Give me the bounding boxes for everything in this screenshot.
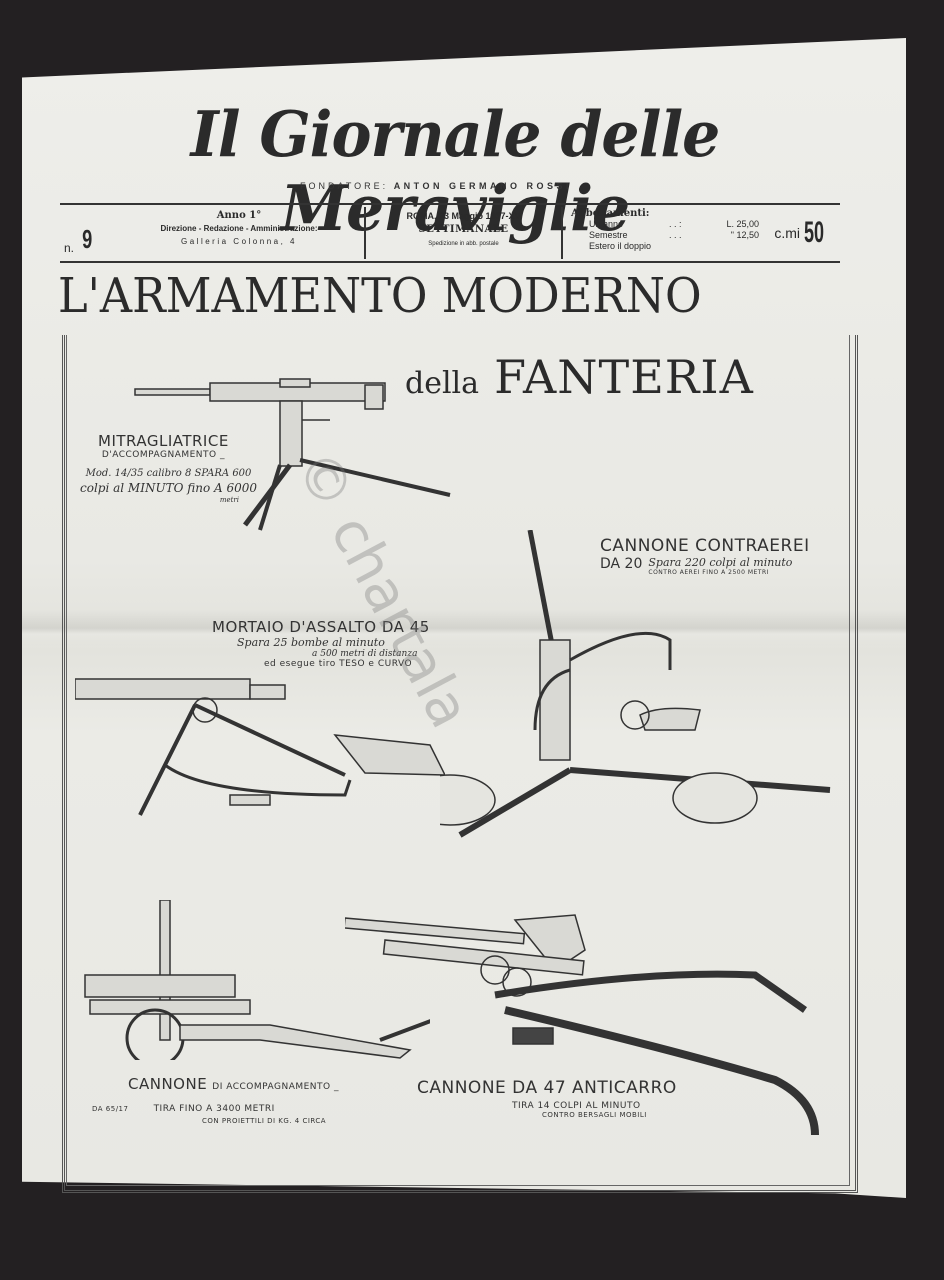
- price-unit: c.mi: [774, 225, 800, 241]
- subscription-dots: . . :: [669, 219, 682, 229]
- caliber-label: DA 65/17: [92, 1105, 129, 1113]
- caption-title-row: CANNONE DI ACCOMPAGNAMENTO _: [128, 1074, 339, 1093]
- page-fold: [22, 610, 906, 650]
- caption-details: DA 20 Spara 220 colpi al minuto CONTRO A…: [600, 556, 810, 576]
- subscription-row: Semestre . . . " 12,50: [571, 230, 771, 241]
- issue-number-block: n. 9: [60, 205, 114, 261]
- caption-line: colpi al MINUTO fino A 6000: [80, 481, 258, 495]
- caption-line: a 500 metri di distanza: [312, 649, 418, 659]
- foreign-note: Estero il doppio: [589, 241, 652, 251]
- anti-aircraft-gun-illustration: [440, 530, 831, 838]
- subscription-label: Semestre: [589, 230, 628, 240]
- masthead-title: Il Giornale delle Meraviglie: [190, 98, 721, 246]
- administration-block: Anno 1° Direzione - Redazione - Amminist…: [114, 205, 364, 261]
- machine-gun-illustration: [134, 378, 451, 531]
- subheadline: della FANTERIA: [405, 350, 754, 404]
- caption-title: MORTAIO D'ASSALTO DA 45: [212, 618, 430, 636]
- caption-machine-gun-details: Mod. 14/35 calibro 8 SPARA 600 colpi al …: [80, 466, 257, 504]
- issue-number: 9: [82, 224, 93, 254]
- price-value: 50: [804, 216, 825, 249]
- caption-title: MITRAGLIATRICE: [98, 432, 229, 450]
- subheadline-small: della: [405, 366, 480, 401]
- issue-date: ROMA, 23 Maggio 1937-XV: [406, 211, 521, 221]
- support-gun-illustration: [84, 900, 430, 1060]
- caption-line: Spara 220 colpi al minuto: [648, 556, 793, 569]
- price-block: c.mi 50: [771, 205, 840, 261]
- founder-name: ANTON GERMANO ROSSI: [393, 181, 573, 191]
- caption-line: TIRA 14 COLPI AL MINUTO: [512, 1101, 641, 1111]
- caption-line: ed esegue tiro TESO e CURVO: [264, 659, 413, 669]
- illustration-frame-inner: [66, 335, 850, 1186]
- subscription-price: L. 25,00: [726, 219, 759, 229]
- divider: [561, 207, 563, 259]
- caption-anti-aircraft: CANNONE CONTRAEREI DA 20 Spara 220 colpi…: [600, 536, 810, 576]
- founder-line: FONDATORE: ANTON GERMANO ROSSI: [300, 181, 572, 191]
- info-bar: n. 9 Anno 1° Direzione - Redazione - Amm…: [60, 203, 840, 263]
- caption-line: CONTRO AEREI FINO A 2500 METRI: [648, 569, 769, 576]
- caption-support-gun-details: DA 65/17 TIRA FINO A 3400 METRI CON PROI…: [92, 1096, 326, 1125]
- anti-tank-gun-illustration: [345, 914, 819, 1136]
- illustration-frame: [62, 335, 858, 1193]
- caption-subtitle: D'ACCOMPAGNAMENTO _: [101, 450, 225, 460]
- subscription-price: " 12,50: [730, 230, 759, 240]
- year-label: Anno 1°: [216, 210, 262, 221]
- caption-line: CONTRO BERSAGLI MOBILI: [542, 1111, 647, 1119]
- subscription-row: Un anno . . : L. 25,00: [571, 219, 771, 230]
- address: Galleria Colonna, 4: [181, 237, 297, 246]
- caption-line: Mod. 14/35 calibro 8 SPARA 600: [85, 468, 252, 479]
- issue-prefix: n.: [64, 241, 75, 255]
- headline: L'ARMAMENTO MODERNO: [58, 268, 702, 324]
- departments: Direzione - Redazione - Amministrazione:: [160, 224, 318, 233]
- subscriptions-block: Abbonamenti: Un anno . . : L. 25,00 Seme…: [563, 205, 771, 261]
- postal-note: Spedizione in abb. postale: [428, 241, 499, 247]
- caption-machine-gun: MITRAGLIATRICE D'ACCOMPAGNAMENTO _: [98, 432, 229, 460]
- caption-line: Spara 25 bombe al minuto: [237, 636, 385, 649]
- subheadline-large: FANTERIA: [494, 350, 754, 404]
- subscription-foreign: Estero il doppio: [571, 241, 771, 252]
- date-block: ROMA, 23 Maggio 1937-XV SETTIMANALE Sped…: [366, 205, 561, 261]
- subscription-dots: . . .: [669, 230, 682, 240]
- caption-title-suffix: DI ACCOMPAGNAMENTO _: [212, 1082, 339, 1092]
- caption-line: metri: [219, 496, 240, 504]
- caption-mortar: MORTAIO D'ASSALTO DA 45 Spara 25 bombe a…: [212, 618, 430, 669]
- caption-title: CANNONE: [128, 1075, 208, 1093]
- frequency: SETTIMANALE: [418, 224, 509, 235]
- caption-line: TIRA FINO A 3400 METRI: [153, 1104, 275, 1114]
- subscription-label: Un anno: [589, 219, 624, 229]
- divider: [364, 207, 366, 259]
- subscriptions-title: Abbonamenti:: [571, 208, 650, 219]
- mortar-illustration: [75, 678, 445, 816]
- caliber-label: DA 20: [600, 556, 643, 572]
- caption-title: CANNONE CONTRAEREI: [600, 536, 810, 556]
- caption-line: CON PROIETTILI DI KG. 4 CIRCA: [202, 1117, 327, 1125]
- caption-title: CANNONE DA 47 ANTICARRO: [417, 1078, 677, 1098]
- founder-label: FONDATORE:: [300, 181, 389, 191]
- caption-support-gun: CANNONE DI ACCOMPAGNAMENTO _: [128, 1074, 339, 1093]
- caption-anti-tank: CANNONE DA 47 ANTICARRO TIRA 14 COLPI AL…: [417, 1078, 677, 1119]
